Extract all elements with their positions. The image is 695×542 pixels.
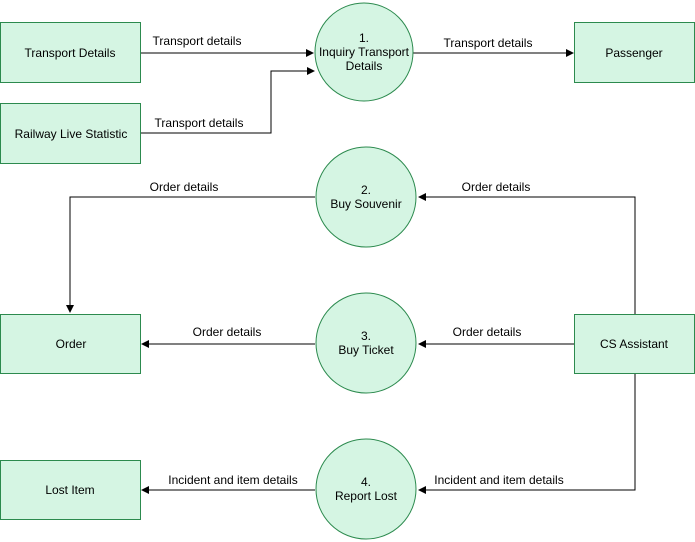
flow-label-railway-to-p1: Transport details — [155, 116, 244, 130]
entity-label: Railway Live Statistic — [15, 127, 128, 141]
entity-cs-assistant[interactable]: CS Assistant — [574, 314, 695, 374]
flow-line-cs-to-p4 — [425, 374, 636, 491]
process-number: 3. — [361, 329, 371, 343]
process-label: Details — [346, 59, 383, 73]
process-number: 2. — [361, 183, 371, 197]
flow-labels: Transport details Transport details Tran… — [150, 34, 564, 487]
process-number: 4. — [361, 475, 371, 489]
process-circle — [314, 2, 414, 102]
entity-label: Transport Details — [25, 46, 116, 60]
process-label: Inquiry Transport — [319, 45, 410, 59]
flow-label-cs-to-p3: Order details — [453, 325, 522, 339]
arrowhead-p2-to-order — [66, 305, 74, 313]
flow-label-p4-to-lost: Incident and item details — [168, 473, 297, 487]
flow-label-p1-to-passenger: Transport details — [444, 36, 533, 50]
process-2-buy-souvenir[interactable]: 2. Buy Souvenir — [315, 146, 417, 248]
flow-lines — [66, 49, 636, 494]
process-1-inquiry-transport-details[interactable]: 1. Inquiry Transport Details — [314, 2, 414, 102]
entity-label: Passenger — [605, 46, 662, 60]
flow-label-p3-to-order: Order details — [193, 325, 262, 339]
process-circle — [315, 438, 417, 540]
process-label: Report Lost — [335, 489, 398, 503]
arrowhead-cs-to-p4 — [418, 486, 426, 494]
flow-label-cs-to-p2: Order details — [462, 180, 531, 194]
arrowhead-railway-to-p1 — [307, 67, 315, 75]
flow-line-p2-to-order — [69, 196, 315, 306]
entity-box — [0, 314, 141, 374]
arrowhead-transport-to-p1 — [306, 49, 314, 57]
flow-label-cs-to-p4: Incident and item details — [434, 473, 563, 487]
flow-line-railway-to-p1 — [141, 70, 308, 134]
arrowhead-p4-to-lost — [141, 486, 149, 494]
entity-box — [0, 460, 141, 520]
process-label: Buy Souvenir — [330, 197, 401, 211]
entity-railway-live-statistic[interactable]: Railway Live Statistic — [0, 103, 141, 164]
entity-passenger[interactable]: Passenger — [574, 22, 695, 83]
flow-line-cs-to-p2 — [425, 196, 636, 314]
entity-box — [574, 314, 695, 374]
flow-label-p2-to-order: Order details — [150, 180, 219, 194]
entity-label: Order — [56, 337, 87, 351]
process-3-buy-ticket[interactable]: 3. Buy Ticket — [315, 292, 417, 394]
process-circle — [315, 146, 417, 248]
arrowhead-cs-to-p2 — [418, 193, 426, 201]
process-circle — [315, 292, 417, 394]
process-number: 1. — [359, 31, 369, 45]
arrowhead-p1-to-passenger — [566, 49, 574, 57]
flow-label-transport-to-p1: Transport details — [153, 34, 242, 48]
arrowhead-p3-to-order — [141, 340, 149, 348]
entity-lost-item[interactable]: Lost Item — [0, 460, 141, 520]
entity-order[interactable]: Order — [0, 314, 141, 374]
entity-box — [0, 22, 141, 83]
entity-label: Lost Item — [45, 483, 94, 497]
entity-transport-details[interactable]: Transport Details — [0, 22, 141, 83]
entity-box — [574, 22, 695, 83]
entity-box — [0, 103, 141, 164]
process-label: Buy Ticket — [338, 343, 394, 357]
entity-label: CS Assistant — [600, 337, 669, 351]
process-4-report-lost[interactable]: 4. Report Lost — [315, 438, 417, 540]
arrowhead-cs-to-p3 — [418, 340, 426, 348]
